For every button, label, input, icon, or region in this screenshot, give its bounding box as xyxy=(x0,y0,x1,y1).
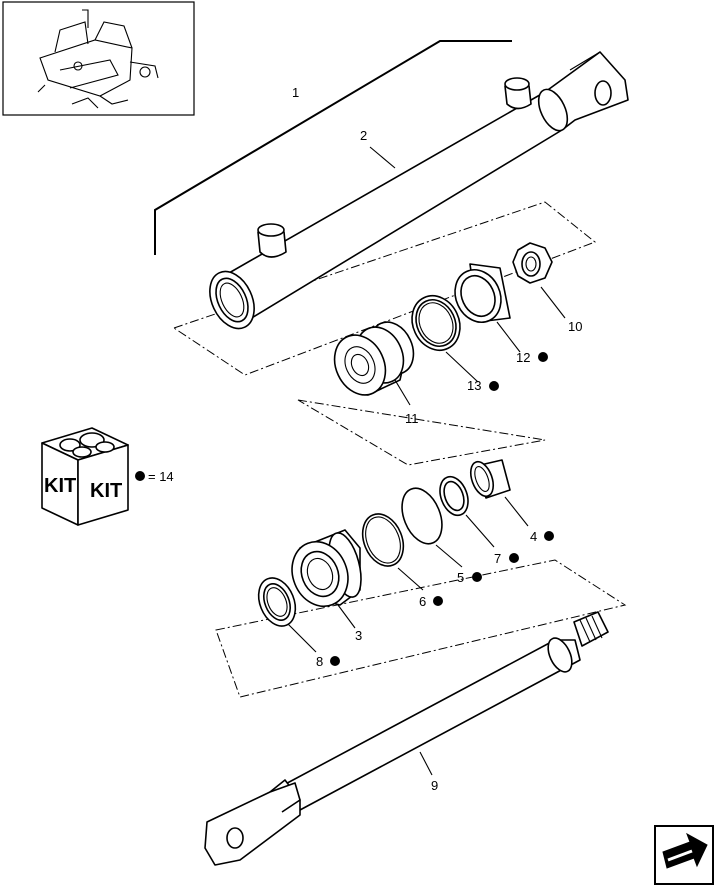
callout-10: 10 xyxy=(568,319,582,334)
part-12-wear-ring xyxy=(454,263,511,323)
assembly-envelope-piston xyxy=(172,201,596,376)
part-11-piston xyxy=(333,321,415,396)
leader-3 xyxy=(337,604,356,629)
part-10-nut xyxy=(512,242,553,284)
callout-3: 3 xyxy=(355,628,362,643)
callout-12-kit-dot xyxy=(538,352,548,362)
leader-10 xyxy=(540,286,566,319)
kit-label-1: KIT xyxy=(44,475,76,497)
leader-7 xyxy=(465,514,495,548)
leader-1 xyxy=(154,40,512,255)
leader-11 xyxy=(394,379,411,406)
next-page-button[interactable] xyxy=(654,825,714,885)
part-7-seal xyxy=(439,475,469,517)
leader-12 xyxy=(496,321,521,353)
leader-2 xyxy=(369,146,396,169)
assembly-envelope-seals xyxy=(297,399,546,466)
callout-2: 2 xyxy=(360,128,367,143)
next-page-arrow-icon xyxy=(662,832,708,869)
part-5-ring xyxy=(401,487,443,545)
callout-5-kit-dot xyxy=(472,572,482,582)
part-13-seal xyxy=(411,295,461,351)
part-9-piston-rod xyxy=(204,611,609,866)
kit-legend-text: = 14 xyxy=(148,469,174,484)
callout-7: 7 xyxy=(494,551,501,566)
callout-11: 11 xyxy=(405,411,419,426)
callout-6-kit-dot xyxy=(433,596,443,606)
callout-9: 9 xyxy=(431,778,438,793)
callout-13-kit-dot xyxy=(489,381,499,391)
leader-13 xyxy=(445,351,479,383)
callout-13: 13 xyxy=(467,378,481,393)
assembly-envelope-gland xyxy=(215,559,627,698)
callout-8-kit-dot xyxy=(330,656,340,666)
kit-marker-dot xyxy=(135,471,145,481)
leader-4 xyxy=(504,496,529,527)
callout-4: 4 xyxy=(530,529,537,544)
part-4-bushing xyxy=(469,459,511,499)
locator-thumbnail xyxy=(2,1,195,116)
callout-4-kit-dot xyxy=(544,531,554,541)
callout-12: 12 xyxy=(516,350,530,365)
leader-5 xyxy=(435,544,463,568)
part-3-gland xyxy=(291,529,362,608)
callout-8: 8 xyxy=(316,654,323,669)
leader-9 xyxy=(419,751,433,776)
part-2-cylinder-barrel xyxy=(209,51,629,330)
callout-7-kit-dot xyxy=(509,553,519,563)
callout-1: 1 xyxy=(292,85,299,100)
leader-6 xyxy=(397,567,424,591)
part-8-wiper-seal xyxy=(257,577,297,627)
leader-8 xyxy=(287,623,317,653)
callout-6: 6 xyxy=(419,594,426,609)
kit-label-2: KIT xyxy=(90,480,122,502)
callout-5: 5 xyxy=(457,570,464,585)
part-6-o-ring xyxy=(361,513,405,567)
kit-box-icon: KIT KIT xyxy=(41,427,129,526)
